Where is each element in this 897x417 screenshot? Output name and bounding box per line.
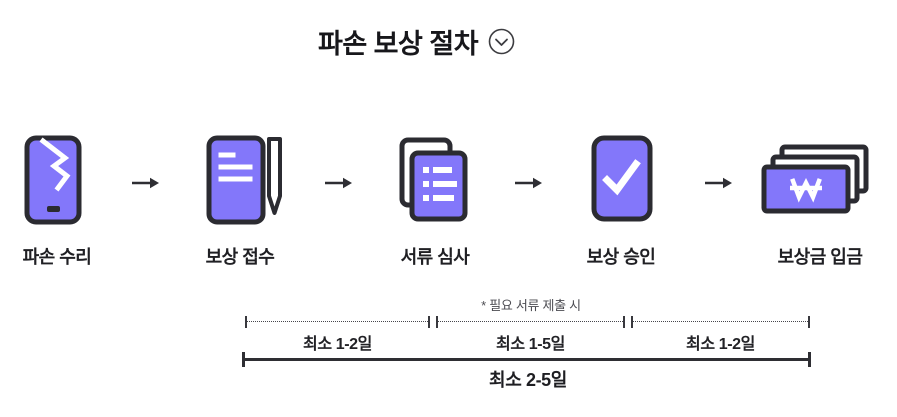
timeline-segment-1-label: 최소 1-2일 xyxy=(303,336,372,353)
timeline-total-label: 최소 2-5일 xyxy=(489,370,567,390)
timeline-total-bar xyxy=(243,358,811,361)
timeline-segment-2-label: 최소 1-5일 xyxy=(496,336,565,353)
claim-form-and-pen-icon xyxy=(205,135,283,230)
timeline-segment-1 xyxy=(245,316,430,328)
step-label-apply: 보상 접수 xyxy=(205,247,275,267)
timeline-segment-2 xyxy=(436,316,625,328)
right-arrow-icon xyxy=(512,174,544,192)
timeline-total-bar-left-tick xyxy=(242,352,245,367)
right-arrow-icon xyxy=(702,174,734,192)
timeline-note: * 필요 서류 제출 시 xyxy=(481,298,581,313)
approval-check-icon xyxy=(590,135,654,228)
money-bills-won-icon xyxy=(761,144,869,219)
timeline-segment-3 xyxy=(631,316,810,328)
stacked-documents-icon xyxy=(398,137,470,230)
right-arrow-icon xyxy=(129,174,161,192)
step-label-review: 서류 심사 xyxy=(400,247,470,267)
right-arrow-icon xyxy=(322,174,354,192)
step-label-approve: 보상 승인 xyxy=(586,247,656,267)
cracked-phone-icon xyxy=(23,135,83,230)
timeline-segment-3-label: 최소 1-2일 xyxy=(686,336,755,353)
chevron-down-circle-icon[interactable] xyxy=(488,28,515,55)
step-label-repair: 파손 수리 xyxy=(22,247,92,267)
page-title: 파손 보상 절차 xyxy=(318,29,479,59)
section-title-row[interactable]: 파손 보상 절차 xyxy=(318,22,515,61)
timeline-total-bar-right-tick xyxy=(808,352,811,367)
step-label-deposit: 보상금 입금 xyxy=(777,247,863,267)
